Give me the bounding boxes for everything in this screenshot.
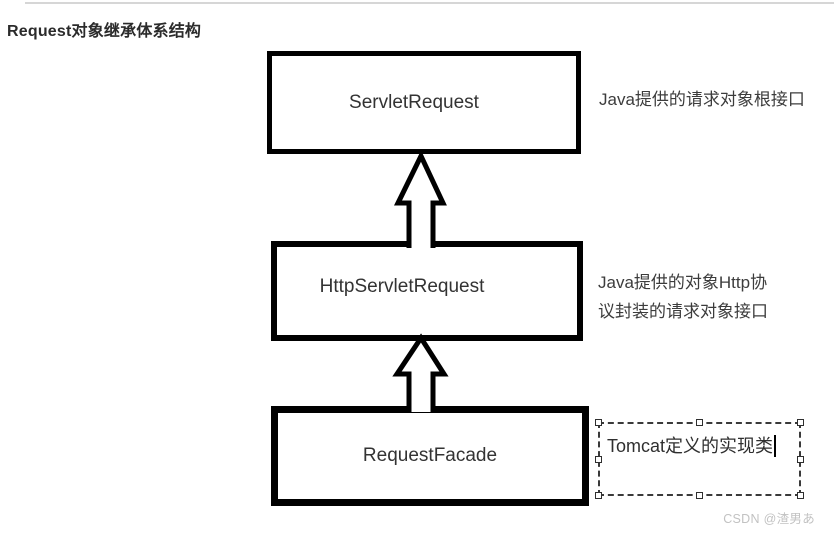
top-divider-line xyxy=(25,2,834,4)
resize-handle-nw[interactable] xyxy=(595,419,602,426)
annotation-request-facade-text: Tomcat定义的实现类 xyxy=(607,436,774,456)
node-http-servlet-request-label: HttpServletRequest xyxy=(319,276,485,297)
annotation-http-servlet-request: Java提供的对象Http协 议封装的请求对象接口 xyxy=(598,268,768,326)
resize-handle-s[interactable] xyxy=(696,492,703,499)
annotation-servlet-request: Java提供的请求对象根接口 xyxy=(599,90,805,109)
annotation-http-line-2: 议封装的请求对象接口 xyxy=(598,302,768,321)
resize-handle-e[interactable] xyxy=(797,456,804,463)
csdn-watermark: CSDN @渣男あ xyxy=(723,512,815,526)
node-request-facade: RequestFacade xyxy=(271,406,589,506)
tomcat-text-selection-box[interactable]: Tomcat定义的实现类 xyxy=(595,419,804,499)
annotation-request-facade[interactable]: Tomcat定义的实现类 xyxy=(607,432,777,458)
resize-handle-se[interactable] xyxy=(797,492,804,499)
resize-handle-ne[interactable] xyxy=(797,419,804,426)
annotation-http-line-1: Java提供的对象Http协 xyxy=(598,273,768,292)
node-servlet-request-label: ServletRequest xyxy=(349,91,479,113)
inheritance-arrow-facade-to-http xyxy=(392,333,449,412)
inheritance-arrow-http-to-servlet xyxy=(393,150,447,248)
resize-handle-w[interactable] xyxy=(595,456,602,463)
resize-handle-sw[interactable] xyxy=(595,492,602,499)
resize-handle-n[interactable] xyxy=(696,419,703,426)
node-request-facade-label: RequestFacade xyxy=(362,445,498,466)
text-cursor-caret xyxy=(774,434,777,457)
page-title: Request对象继承体系结构 xyxy=(7,23,202,40)
node-servlet-request: ServletRequest xyxy=(267,51,581,154)
node-http-servlet-request: HttpServletRequest xyxy=(271,241,583,341)
